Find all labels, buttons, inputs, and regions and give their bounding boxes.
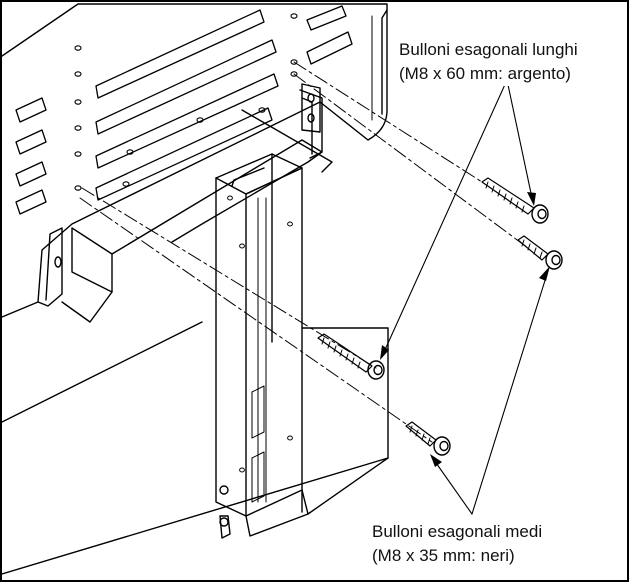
long-bolt-lower	[317, 333, 385, 380]
medium-bolts-label: Bulloni esagonali medi	[372, 522, 543, 541]
mounting-holes	[74, 13, 298, 191]
ventilation-slots	[15, 5, 353, 215]
stand-column	[215, 153, 389, 539]
long-bolts-spec: (M8 x 60 mm: argento)	[399, 64, 571, 83]
long-bolt-upper	[481, 177, 549, 224]
medium-bolt-upper	[517, 235, 563, 270]
arrowheads	[380, 192, 550, 467]
medium-bolts-callout: Bulloni esagonali medi (M8 x 35 mm: neri…	[372, 520, 543, 568]
medium-bolt-lower	[405, 421, 451, 456]
long-bolts-callout: Bulloni esagonali lunghi (M8 x 60 mm: ar…	[399, 38, 578, 86]
stand-base	[2, 83, 389, 575]
tv-back-panel	[2, 3, 388, 318]
long-bolts-label: Bulloni esagonali lunghi	[399, 40, 578, 59]
alignment-lines	[79, 61, 529, 443]
leader-lines	[383, 79, 548, 515]
medium-bolts-spec: (M8 x 35 mm: neri)	[372, 546, 515, 565]
